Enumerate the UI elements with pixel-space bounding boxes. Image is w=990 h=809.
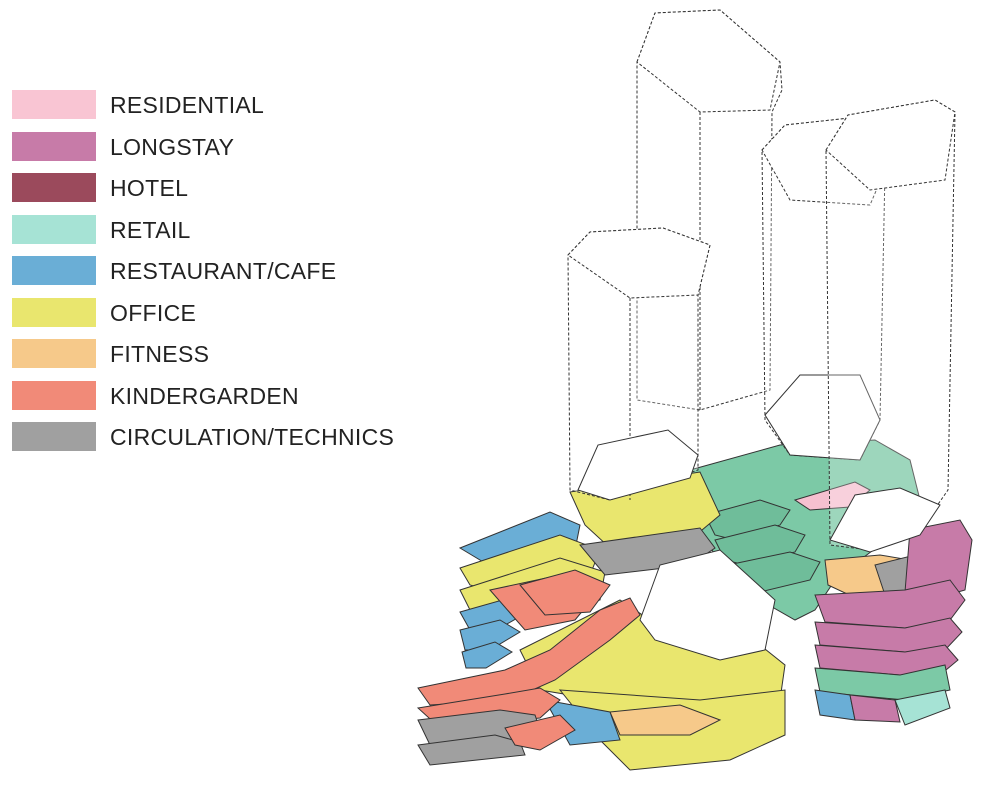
kindergarden-arm-3 (504, 714, 576, 751)
longstay-right-base (849, 694, 901, 723)
right-base-stack (814, 519, 973, 726)
lower-left-arms (416, 597, 641, 766)
tower-right-a-cut (764, 374, 881, 461)
legend-item-kindergarden: KINDERGARDEN (12, 380, 432, 423)
legend-item-hotel: HOTEL (12, 173, 432, 215)
legend-label-hotel: HOTEL (110, 175, 189, 201)
legend-label-residential: RESIDENTIAL (110, 92, 265, 118)
legend-item-residential: RESIDENTIAL (12, 90, 432, 132)
legend-item-office: OFFICE (12, 297, 432, 340)
legend-item-fitness: FITNESS (12, 339, 432, 381)
legend-label-office: OFFICE (110, 299, 197, 326)
legend-label-kindergarden: KINDERGARDEN (110, 382, 299, 409)
tower-right-pair (761, 99, 956, 553)
tower-tall (636, 9, 783, 411)
legend: RESIDENTIAL LONGSTAY HOTEL RETAIL RESTAU… (12, 90, 432, 464)
legend-swatch-restaurant-cafe (12, 256, 96, 285)
central-cut-block (639, 549, 776, 661)
retail-terrace-1 (704, 499, 791, 541)
legend-swatch-hotel (12, 173, 96, 202)
tower-right-b-roof (825, 99, 956, 191)
legend-swatch-retail (12, 214, 96, 244)
longstay-floor-1 (814, 579, 966, 629)
restaurant-slab-4 (461, 641, 513, 669)
legend-swatch-residential (12, 90, 96, 119)
legend-item-circulation-technics: CIRCULATION/TECHNICS (12, 422, 432, 464)
legend-label-circulation-technics: CIRCULATION/TECHNICS (110, 424, 395, 450)
legend-label-longstay: LONGSTAY (110, 133, 235, 160)
tower-wireframes (567, 9, 956, 661)
tower-right-b-cut (829, 487, 941, 553)
kindergarden-block-2 (519, 569, 611, 616)
retail-mass (689, 439, 921, 621)
legend-item-longstay: LONGSTAY (12, 131, 432, 174)
legend-swatch-kindergarden (12, 380, 96, 410)
legend-item-retail: RETAIL (12, 214, 432, 257)
podium-floor-plates (416, 439, 973, 771)
retail-right-base (894, 689, 951, 726)
tower-left-cut (577, 429, 699, 501)
left-stack (458, 511, 611, 669)
tower-left-roof (567, 227, 711, 299)
legend-swatch-fitness (12, 339, 96, 368)
legend-label-fitness: FITNESS (110, 341, 210, 367)
legend-swatch-longstay (12, 131, 96, 161)
restaurant-right-base (814, 689, 856, 721)
tower-left (567, 227, 711, 501)
legend-label-restaurant-cafe: RESTAURANT/CAFE (110, 258, 337, 284)
legend-label-retail: RETAIL (110, 216, 191, 243)
legend-item-restaurant-cafe: RESTAURANT/CAFE (12, 256, 432, 298)
legend-swatch-office (12, 297, 96, 327)
circulation-arm-2 (417, 734, 526, 766)
legend-swatch-circulation-technics (12, 422, 96, 451)
restaurant-slab-3 (459, 619, 521, 651)
fitness-central (609, 704, 722, 736)
